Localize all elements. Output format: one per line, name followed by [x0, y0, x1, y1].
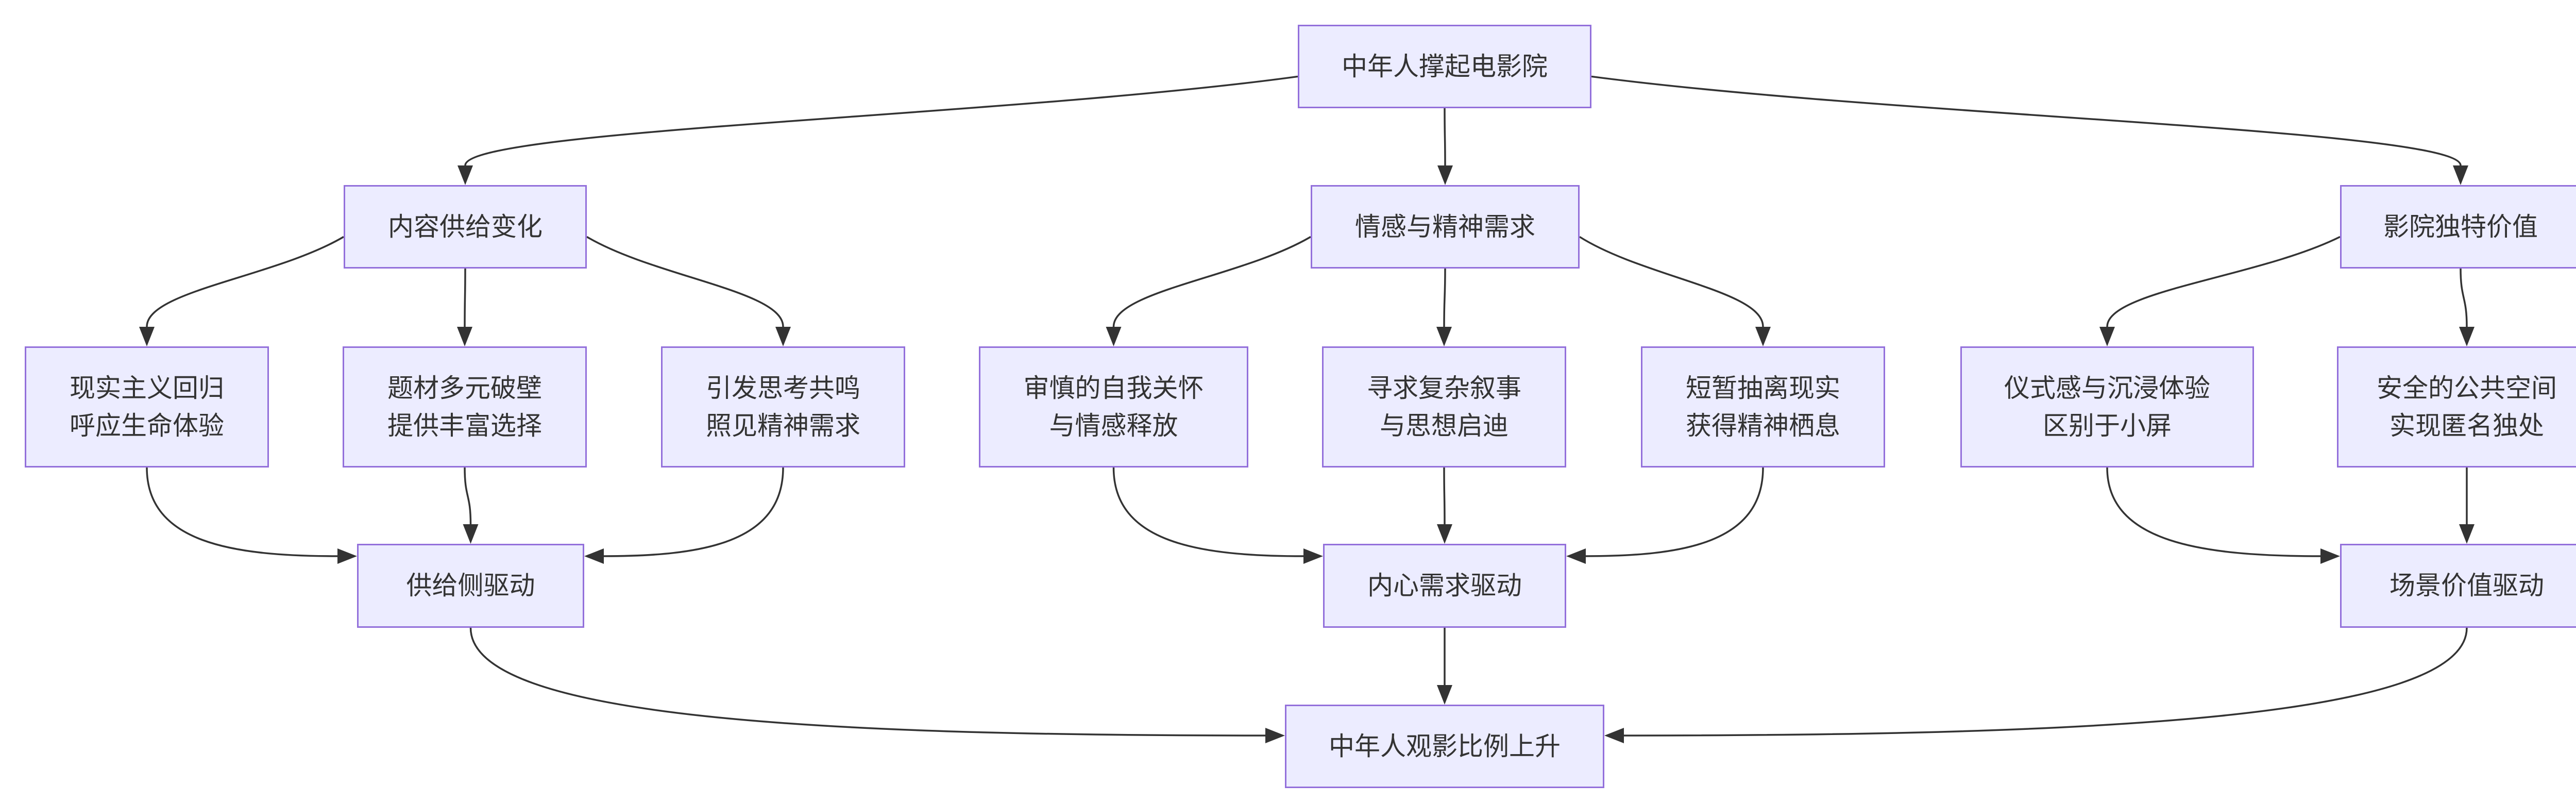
- node-label: 供给侧驱动: [406, 571, 535, 600]
- edge-emotion-escape: [1579, 236, 1764, 327]
- arrowhead-emotion-narrative: [1436, 327, 1452, 346]
- edge-selfcare-needDrive: [1112, 467, 1304, 557]
- node-viewing-ratio-rise: 中年人观影比例上升: [1285, 705, 1604, 788]
- node-safe-public-space: 安全的公共空间 实现匿名独处: [2337, 346, 2576, 468]
- arrowhead-needDrive-result: [1437, 685, 1452, 705]
- node-emotional-spiritual-needs: 情感与精神需求: [1311, 185, 1580, 269]
- node-midlife-support-cinema: 中年人撑起电影院: [1298, 25, 1591, 108]
- arrowhead-selfcare-needDrive: [1303, 548, 1323, 564]
- node-label: 短暂抽离现实 获得精神栖息: [1686, 374, 1840, 440]
- edge-escape-needDrive: [1585, 467, 1764, 557]
- node-genre-diversity: 题材多元破壁 提供丰富选择: [343, 346, 587, 468]
- node-label: 情感与精神需求: [1355, 212, 1535, 241]
- arrowhead-ritual-sceneDrive: [2320, 548, 2340, 564]
- arrowhead-sceneDrive-result: [1604, 728, 1624, 743]
- node-complex-narrative: 寻求复杂叙事 与思想启迪: [1322, 346, 1566, 468]
- arrowhead-root-supply: [457, 165, 473, 185]
- node-label: 题材多元破壁 提供丰富选择: [387, 374, 542, 440]
- arrowhead-supply-genre: [457, 327, 472, 346]
- node-label: 中年人观影比例上升: [1329, 731, 1561, 761]
- arrowhead-supplyDrive-result: [1265, 728, 1285, 743]
- edge-genre-supplyDrive: [464, 467, 472, 525]
- node-label: 审慎的自我关怀 与情感释放: [1023, 374, 1204, 440]
- edge-root-supply: [464, 75, 1298, 166]
- node-label: 安全的公共空间 实现匿名独处: [2377, 374, 2557, 440]
- arrowhead-escape-needDrive: [1566, 548, 1586, 564]
- arrowhead-safespace-sceneDrive: [2459, 524, 2475, 544]
- edge-venue-ritual: [2106, 236, 2341, 327]
- node-label: 仪式感与沉浸体验 区别于小屏: [2004, 374, 2210, 440]
- node-prudent-self-care: 审慎的自我关怀 与情感释放: [979, 346, 1248, 468]
- arrowhead-supply-realism: [139, 327, 155, 346]
- node-label: 场景价值驱动: [2389, 571, 2544, 600]
- node-label: 引发思考共鸣 照见精神需求: [706, 374, 860, 440]
- node-label: 中年人撑起电影院: [1342, 52, 1548, 81]
- edge-root-venue: [1591, 75, 2462, 166]
- node-realism-return: 现实主义回归 呼应生命体验: [25, 346, 269, 468]
- edge-ritual-sceneDrive: [2106, 467, 2321, 557]
- node-label: 影院独特价值: [2383, 212, 2538, 241]
- edge-emotion-selfcare: [1112, 236, 1311, 327]
- arrowhead-narrative-needDrive: [1437, 524, 1452, 544]
- edge-narrative-needDrive: [1443, 467, 1446, 525]
- edge-realism-supplyDrive: [146, 467, 338, 557]
- edge-supplyDrive-result: [469, 627, 1266, 737]
- node-thought-resonance: 引发思考共鸣 照见精神需求: [661, 346, 905, 468]
- arrowhead-thought-supplyDrive: [584, 548, 604, 564]
- arrowhead-venue-safespace: [2459, 327, 2475, 346]
- node-label: 内心需求驱动: [1367, 571, 1522, 600]
- node-label: 现实主义回归 呼应生命体验: [70, 374, 224, 440]
- arrowhead-root-emotion: [1437, 165, 1453, 185]
- node-inner-need-driver: 内心需求驱动: [1323, 544, 1566, 628]
- edge-supply-thought: [586, 236, 784, 327]
- node-content-supply-change: 内容供给变化: [344, 185, 587, 269]
- node-scene-value-driver: 场景价值驱动: [2340, 544, 2576, 628]
- edge-sceneDrive-result: [1623, 627, 2468, 737]
- arrowhead-emotion-selfcare: [1106, 327, 1122, 346]
- arrowhead-realism-supplyDrive: [337, 548, 357, 564]
- node-brief-escape-reality: 短暂抽离现实 获得精神栖息: [1641, 346, 1885, 468]
- edge-thought-supplyDrive: [603, 467, 784, 557]
- edge-emotion-narrative: [1443, 268, 1446, 327]
- node-cinema-unique-value: 影院独特价值: [2340, 185, 2576, 269]
- arrowhead-genre-supplyDrive: [463, 524, 479, 544]
- arrowhead-emotion-escape: [1755, 327, 1771, 346]
- arrowhead-venue-ritual: [2099, 327, 2115, 346]
- node-label: 寻求复杂叙事 与思想启迪: [1367, 374, 1521, 440]
- arrowhead-root-venue: [2453, 165, 2468, 185]
- arrowhead-supply-thought: [775, 327, 791, 346]
- node-supply-side-driver: 供给侧驱动: [357, 544, 584, 628]
- node-label: 内容供给变化: [388, 212, 543, 241]
- node-ritual-immersive: 仪式感与沉浸体验 区别于小屏: [1960, 346, 2254, 468]
- edge-supply-realism: [146, 236, 344, 327]
- edge-venue-safespace: [2460, 268, 2468, 327]
